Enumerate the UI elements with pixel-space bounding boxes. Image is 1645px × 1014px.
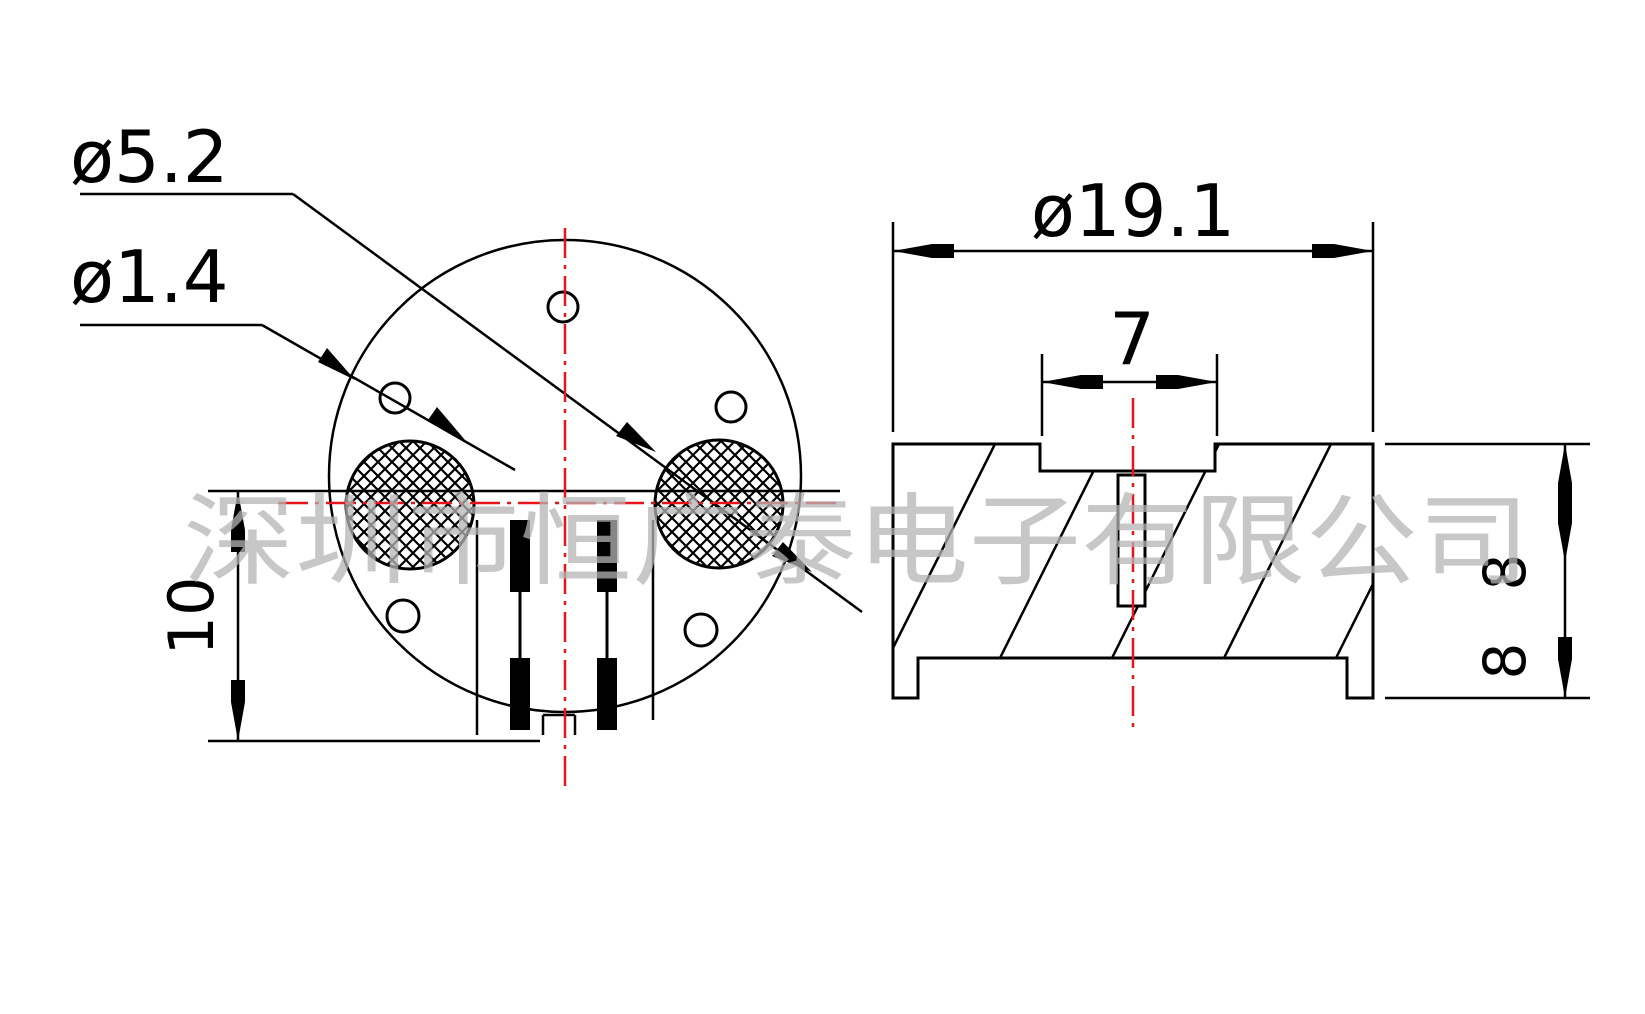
core-section-outline [891, 442, 1375, 700]
center-pin-hole [1116, 473, 1147, 608]
small-hole-upper-right [714, 390, 748, 424]
small-hole-lower-right [683, 612, 719, 648]
large-pin-left [344, 439, 476, 571]
height-8-dimensions [1385, 442, 1590, 700]
dimension-7-label: 7 [1109, 297, 1155, 381]
width-19-1-dimension [891, 222, 1375, 432]
small-hole-upper-left [378, 381, 412, 415]
company-watermark: 深圳市恒广泰电子有限公司 [183, 483, 1530, 600]
height-10-dimension [231, 491, 245, 741]
small-hole-top [546, 290, 580, 324]
dimension-phi-1-4-label: ø1.4 [70, 235, 229, 319]
leader-phi-1-4 [80, 323, 516, 472]
dimension-phi-19-1-label: ø19.1 [1031, 169, 1235, 253]
dimension-phi-5-2-label: ø5.2 [70, 115, 229, 199]
section-view: ø19.1 7 8 8 [891, 169, 1590, 728]
internal-dimension-left [510, 520, 530, 730]
width-7-dimension [1040, 354, 1219, 436]
top-view: 10 ø5.2 ø1.4 [70, 115, 863, 788]
dimension-8-lower-label: 8 [1471, 643, 1539, 680]
dimension-10-label: 10 [155, 577, 228, 656]
center-slot [475, 520, 655, 735]
dimension-8-upper-label: 8 [1471, 554, 1539, 591]
small-hole-lower-left [385, 598, 421, 634]
leader-phi-5-2 [80, 192, 863, 614]
internal-dimension-right [597, 520, 617, 730]
